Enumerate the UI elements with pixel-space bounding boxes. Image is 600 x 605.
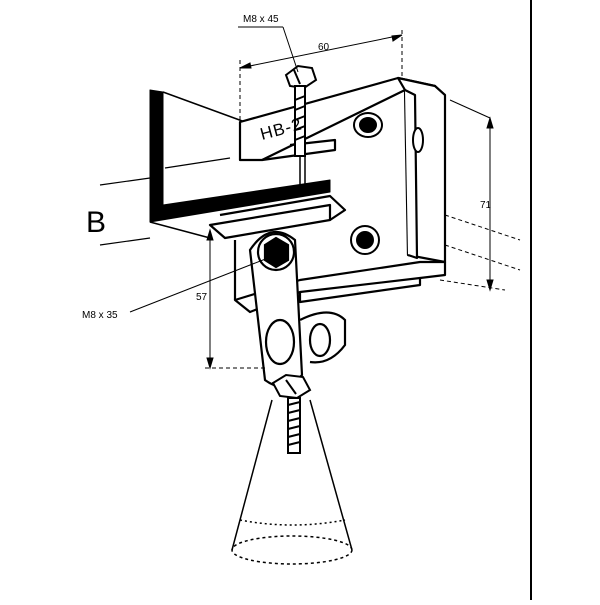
pivot-link xyxy=(248,230,347,388)
beam-flange xyxy=(99,89,331,246)
top-bolt-dimension: M8 x 45 xyxy=(243,14,279,25)
lamp-cone xyxy=(231,399,353,565)
lower-height-dimension-line xyxy=(205,228,265,370)
width-dimension-line xyxy=(239,30,403,120)
lower-height-dimension: 57 xyxy=(196,292,208,303)
flange-label: B xyxy=(86,206,106,239)
threaded-rod xyxy=(271,373,312,454)
pivot-bolt-leader xyxy=(129,257,269,313)
pivot-bolt-dimension: M8 x 35 xyxy=(82,310,118,321)
width-dimension: 60 xyxy=(318,42,330,53)
height-dimension-line xyxy=(439,99,521,292)
top-bolt-leader xyxy=(238,26,299,73)
top-bolt xyxy=(284,64,318,157)
side-plate-holes xyxy=(350,112,424,255)
height-dimension: 71 xyxy=(480,200,492,211)
